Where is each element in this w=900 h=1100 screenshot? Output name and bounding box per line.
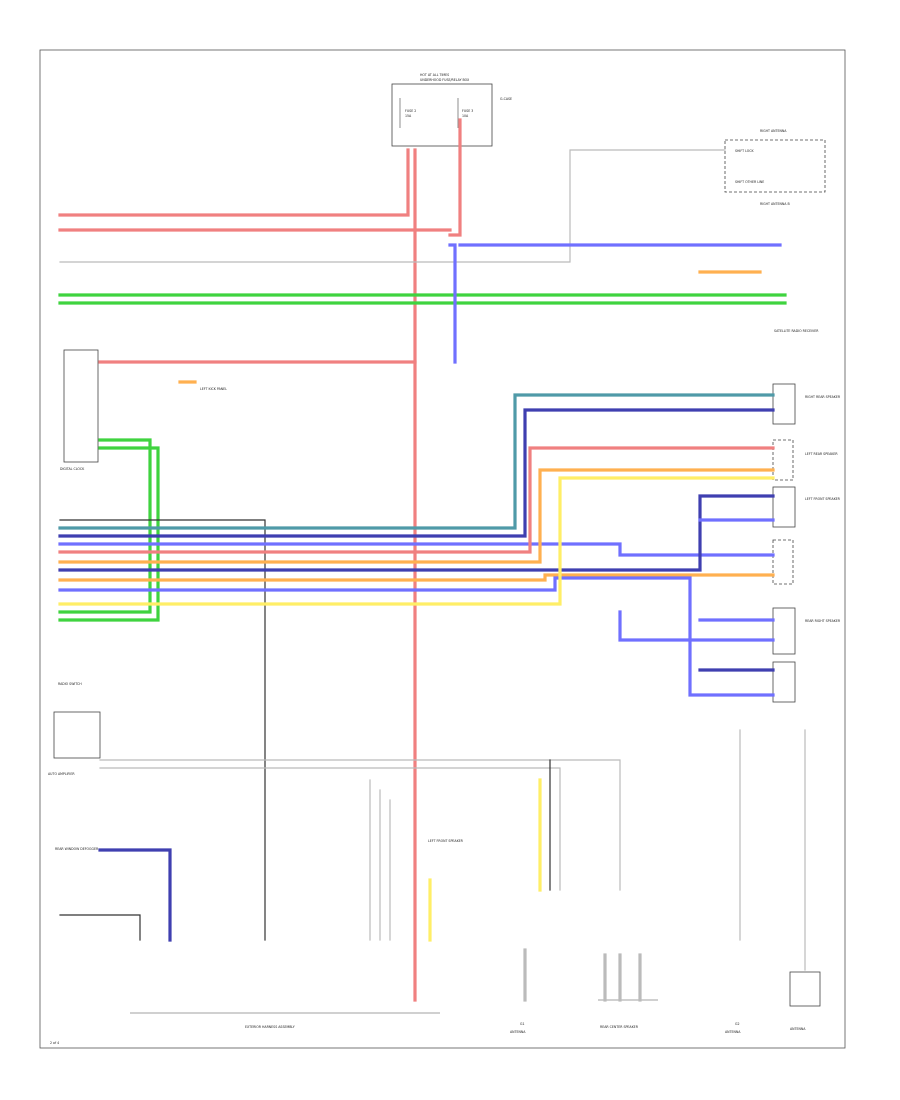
wire-9 [58,438,152,614]
speaker-rear-right: REAR RIGHT SPEAKER [772,607,841,655]
left-front-module-label: LEFT FRONT SPEAKER [428,839,464,843]
right-antenna-b-label: RIGHT ANTENNA B [760,202,790,206]
speaker-left-rear: LEFT REAR SPEAKER [772,439,838,481]
wires [58,118,806,1002]
wire-36 [98,848,172,942]
speaker-left-front: LEFT FRONT SPEAKER [772,486,841,528]
page-number: 2 of 4 [50,1041,59,1045]
wire-18 [58,542,775,557]
wire-19 [58,446,775,554]
antenna-line-2: SHIFT OTHER LINE [735,180,764,184]
wire-23 [58,576,775,697]
wire-21 [58,494,775,572]
ground-g2-note: ANTENNA [725,1030,741,1034]
wire-20 [58,468,775,564]
radio-switch-group: RADIO SWITCH [58,682,82,686]
wire-24 [58,476,775,606]
rear-defogger: REAR WINDOW DEFOGGER [55,847,99,851]
exterior-harness: EXTERIOR HARNESS ASSEMBLY [130,1012,440,1029]
digital-clock: DIGITAL CLOCK [60,349,99,471]
speaker-rear-right-label: REAR RIGHT SPEAKER [805,619,841,623]
wire-15 [59,519,266,941]
ground-g2: G2 ANTENNA [725,1022,741,1034]
wire-29 [99,759,621,891]
wire-30 [99,767,561,891]
antenna-bottom-label: ANTENNA [790,1027,806,1031]
auto-amplifier: AUTO AMPLIFIER [48,711,101,776]
left-front-module: LEFT FRONT SPEAKER [428,839,464,843]
satellite-receiver-label: SATELLITE RADIO RECEIVER [774,329,819,333]
right-antenna-box: RIGHT ANTENNA SHIFT LOCK SHIFT OTHER LIN… [724,129,826,206]
fuse-box: HOT AT ALL TIMES UNDERHOOD FUSE/RELAY BO… [391,73,512,147]
wire-16 [58,393,775,530]
speaker-mid [772,539,794,585]
radio-switch-label: RADIO SWITCH [58,682,82,686]
rear-center-group: REAR CENTER SPEAKER [598,999,658,1029]
wire-6 [59,149,726,263]
left-kick-panel-label: LEFT KICK PANEL [200,387,227,391]
digital-clock-label: DIGITAL CLOCK [60,467,85,471]
speaker-bottom-right [772,661,796,703]
wire-25 [618,610,775,642]
speaker-right-rear: RIGHT REAR SPEAKER [772,383,841,425]
antenna-box-bottom: ANTENNA [789,971,821,1031]
fuse-3-amps: 10A [462,114,469,118]
fuse-box-title: HOT AT ALL TIMES [420,73,449,77]
exterior-harness-label: EXTERIOR HARNESS ASSEMBLY [245,1025,295,1029]
ground-g1-note: ANTENNA [510,1030,526,1034]
ground-g2-label: G2 [735,1022,740,1026]
left-kick-panel: LEFT KICK PANEL [200,387,227,391]
auto-amplifier-label: AUTO AMPLIFIER [48,772,75,776]
wire-11 [448,243,457,364]
ground-g1: G1 ANTENNA [510,1022,526,1034]
speaker-left-front-label: LEFT FRONT SPEAKER [805,497,841,501]
wire-22 [58,573,775,582]
wire-38 [59,914,141,941]
ground-g1-label: G1 [520,1022,525,1026]
wire-17 [58,408,775,538]
antenna-line-1: SHIFT LOCK [735,149,754,153]
right-antenna-label: RIGHT ANTENNA [760,129,787,133]
wire-1 [58,148,410,217]
rear-center-label: REAR CENTER SPEAKER [600,1025,639,1029]
fuse-2-label: FUSE 2 [405,109,416,113]
speaker-right-rear-label: RIGHT REAR SPEAKER [805,395,841,399]
speaker-left-rear-label: LEFT REAR SPEAKER [805,452,838,456]
rear-defogger-label: REAR WINDOW DEFOGGER [55,847,99,851]
fuse-2-amps: 15A [405,114,412,118]
wire-3 [448,118,462,237]
fuse-box-note: G-CASE [500,97,512,101]
wire-10 [58,446,160,622]
fuse-3-label: FUSE 3 [462,109,473,113]
fuse-box-subtitle: UNDERHOOD FUSE/RELAY BOX [420,78,470,82]
diagram-border [39,49,846,1049]
